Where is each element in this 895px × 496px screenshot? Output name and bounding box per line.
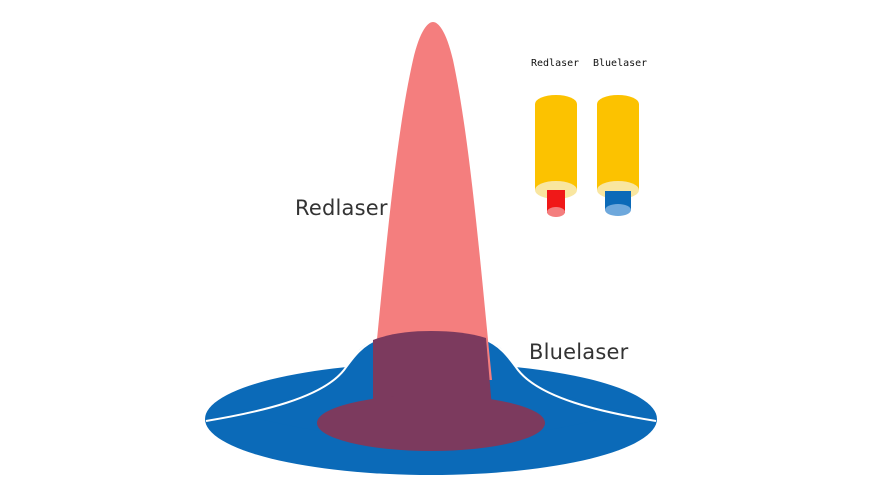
blue-laser-label: Bluelaser (529, 340, 629, 364)
red-fiber-label: Redlaser (531, 58, 580, 69)
overlap-column (373, 331, 492, 408)
overlap-base (317, 395, 545, 451)
blue-profile-outline-left (205, 337, 381, 422)
blue-profile-outline-right (481, 337, 657, 422)
red-laser-profile (373, 22, 492, 380)
overlap-region (317, 331, 545, 451)
blue-fiber-icon (597, 95, 639, 216)
red-laser-label: Redlaser (295, 196, 388, 220)
red-fiber-core (547, 190, 565, 213)
blue-fiber-label: Bluelaser (593, 58, 648, 69)
red-fiber-icon (535, 95, 577, 217)
